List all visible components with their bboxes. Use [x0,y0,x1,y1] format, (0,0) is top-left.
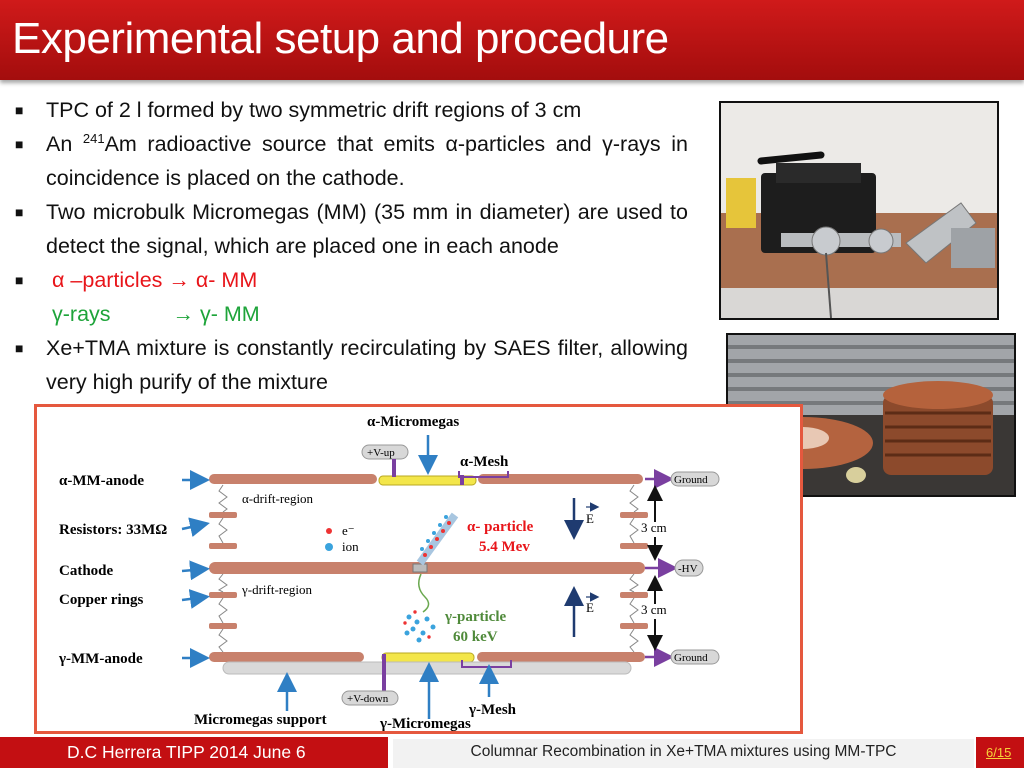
ion-label: ion [342,539,359,554]
alpha-mesh-label: α-Mesh [460,454,509,470]
copper-rings-pointer [181,589,210,609]
ground-top-badge [670,471,720,487]
alpha-particle-label: α- particle [467,519,534,535]
bullet-text: Two microbulk Micromegas (MM) (35 mm in … [46,200,688,258]
v-down-badge [341,690,399,706]
v-up-label: +V-up [367,447,395,459]
e-field-top-label: E [586,511,594,526]
bullet-item: ■ An 241Am radioactive source that emits … [14,127,688,195]
tpc-schematic: α-MM-anode Resistors: 33MΩ Cathode Coppe… [34,404,803,734]
bullet-marker: ■ [15,204,24,220]
schematic-drawing: α-MM-anode Resistors: 33MΩ Cathode Coppe… [58,414,720,731]
e-field-bottom-label: E [586,600,594,615]
slide-title: Experimental setup and procedure [12,14,669,63]
bullet-text: An [46,132,83,156]
bullet-text: Xe+TMA mixture is constantly recirculati… [46,336,688,394]
isotope-mass: 241 [82,130,105,146]
bullet-text: TPC of 2 l formed by two symmetric drift… [46,98,582,122]
alpha-drift-region-label: α-drift-region [242,491,314,506]
ground-bottom-badge [670,649,720,665]
minus-hv-label: -HV [678,563,698,575]
source-holder [412,563,428,573]
footer-author: D.C Herrera TIPP 2014 June 6 [67,742,306,762]
bullet-text: Am radioactive source that emits α-parti… [46,132,688,190]
bullet-item: ■ α –particles → α- MM γ-rays → γ- MM [14,263,688,331]
bullet-marker: ■ [15,102,24,118]
gamma-drift-region-label: γ-drift-region [241,582,312,597]
alpha-mm-anode-label: α-MM-anode [59,473,144,489]
bullet-list: ■ TPC of 2 l formed by two symmetric drif… [14,93,688,399]
distance-bottom-label: 3 cm [641,602,667,617]
electron-label: e⁻ [342,523,355,538]
micromegas-support-bar [222,661,632,675]
gamma-micromegas-board [381,652,475,663]
footer-page-bar: 6/15 [976,737,1024,768]
bullet-item: ■ Two microbulk Micromegas (MM) (35 mm in… [14,195,688,263]
gamma-label: γ-rays [52,302,111,326]
title-bar: Experimental setup and procedure [0,0,1024,80]
gamma-particle-label: γ-particle [444,609,506,625]
bullet-marker: ■ [15,136,24,152]
gamma-energy-label: 60 keV [453,629,498,645]
v-down-label: +V-down [347,693,389,705]
bullet-item: ■ TPC of 2 l formed by two symmetric drif… [14,93,688,127]
bullet-marker: ■ [15,272,24,288]
gamma-mesh-label: γ-Mesh [468,702,517,718]
electron-dot [326,528,332,534]
ground-bottom-label: Ground [674,652,708,664]
copper-rings-label: Copper rings [59,592,143,608]
alpha-anode-left [209,474,377,484]
alpha-energy-label: 5.4 Mev [479,539,530,555]
v-up-badge [361,444,409,460]
distance-top-label: 3 cm [641,520,667,535]
page-number-link[interactable]: 6/15 [986,745,1012,760]
apparatus-photo [719,101,999,320]
bullet-item: ■ Xe+TMA mixture is constantly recirculat… [14,331,688,399]
footer-author-bar: D.C Herrera TIPP 2014 June 6 [0,737,388,768]
ion-dot [325,543,333,551]
micromegas-support-label: Micromegas support [194,712,327,728]
gamma-anode-left [209,652,364,662]
cathode-pointer [181,560,210,581]
apparatus-illustration [721,103,997,318]
resistors-pointer [181,517,210,537]
footer-talk-title: Columnar Recombination in Xe+TMA mixture… [470,743,897,760]
alpha-micromegas-label: α-Micromegas [367,414,459,430]
cathode-label: Cathode [59,563,114,579]
gamma-track [418,573,430,613]
gamma-mm-anode-label: γ-MM-anode [58,651,143,667]
alpha-micromegas-board [378,475,477,486]
gamma-anode-right [477,652,645,662]
bullet-marker: ■ [15,340,24,356]
gamma-micromegas-label: γ-Micromegas [379,716,471,731]
alpha-mapping: α –particles → α- MM [52,268,258,292]
hv-badge [674,559,704,577]
gamma-mapping: → γ- MM [172,302,260,326]
resistors-label: Resistors: 33MΩ [59,522,167,538]
alpha-anode-right [478,474,643,484]
ground-top-label: Ground [674,474,708,486]
footer-title-bar: Columnar Recombination in Xe+TMA mixture… [393,739,974,768]
